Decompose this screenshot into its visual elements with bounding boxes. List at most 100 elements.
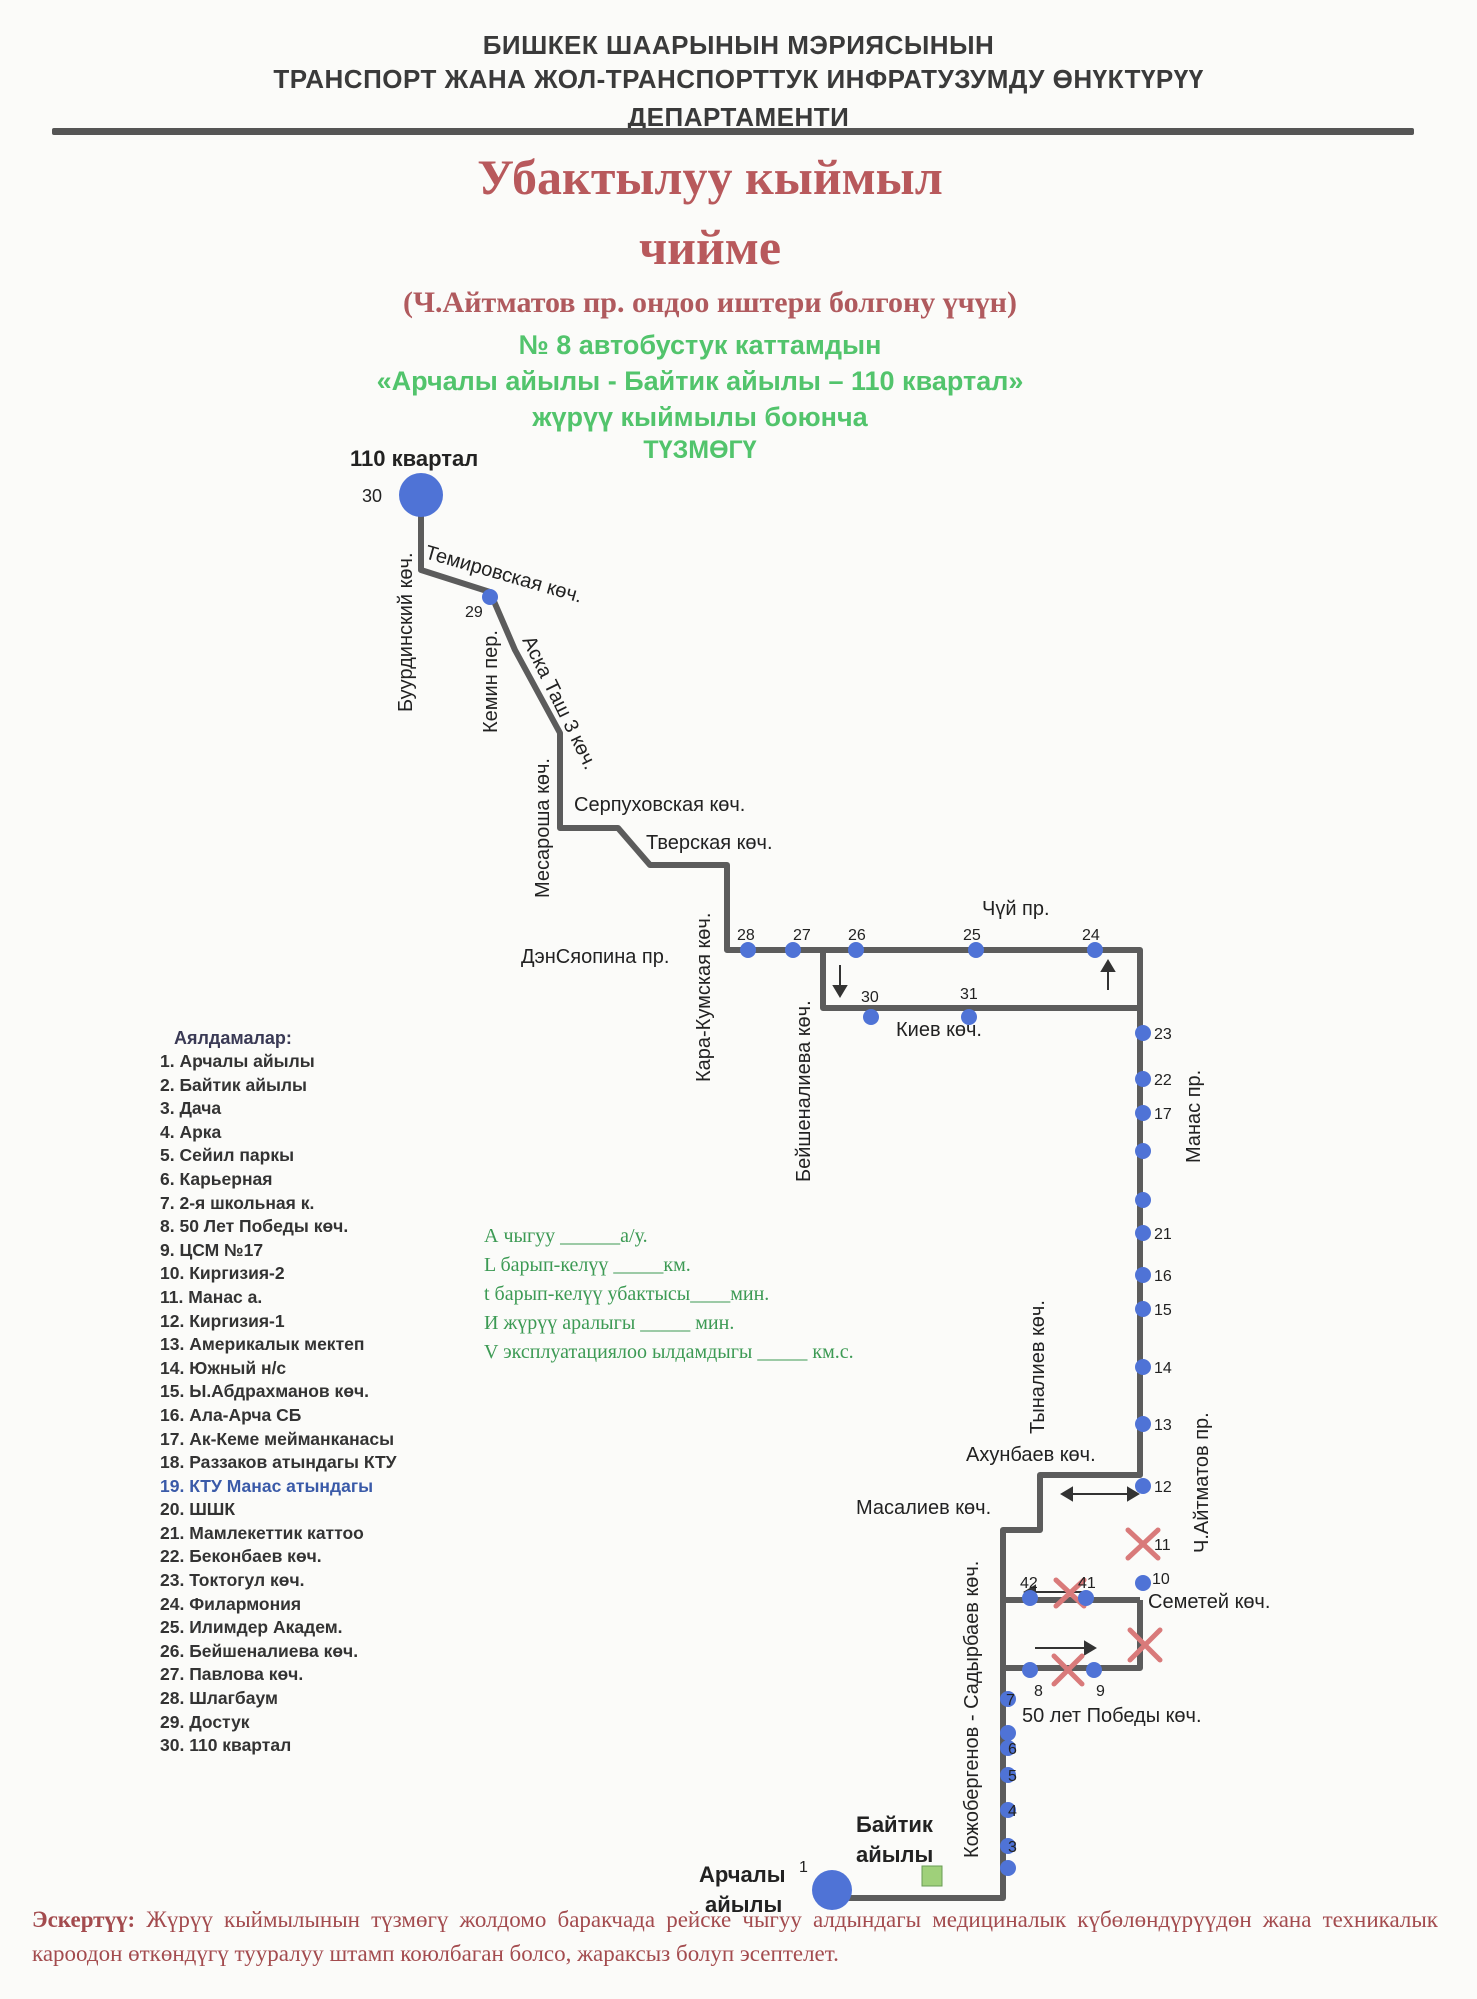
legend-item: 15. Ы.Абдрахманов көч. xyxy=(160,1381,370,1402)
route-parameters: А чыгуу ______а/у. L барып-келүү _____км.… xyxy=(484,1222,854,1367)
parameter-line: А чыгуу ______а/у. xyxy=(484,1225,648,1247)
stops xyxy=(399,473,1151,1910)
stop-27 xyxy=(785,942,801,958)
legend-item: 29. Достук xyxy=(160,1711,250,1732)
street-kozhobergenov: Кожобергенов - Садырбаев көч. xyxy=(961,1561,983,1858)
stop-5 xyxy=(1000,1767,1016,1783)
street-densyaopina: ДэнСяопина пр. xyxy=(521,946,669,968)
stop-label-9: 9 xyxy=(1096,1683,1105,1700)
legend-item: 24. Филармония xyxy=(160,1593,302,1614)
baytik-label-1: Байтик xyxy=(856,1812,934,1837)
legend-item: 20. ШШК xyxy=(160,1499,236,1520)
stop-label-27: 27 xyxy=(793,927,811,944)
route-line-4: ТҮЗМӨГҮ xyxy=(643,436,757,464)
terminal-top-number: 30 xyxy=(362,486,382,506)
street-kara-kumskaya: Кара-Кумская көч. xyxy=(693,913,715,1082)
stop-28 xyxy=(740,942,756,958)
legend-item: 12. Киргизия-1 xyxy=(160,1310,285,1331)
legend-item: 25. Илимдер Академ. xyxy=(160,1617,343,1638)
stop-label-12: 12 xyxy=(1154,1479,1172,1496)
street-semetey: Семетей көч. xyxy=(1148,1591,1270,1613)
legend-item: 23. Токтогул көч. xyxy=(160,1570,305,1591)
legend-item: 1. Арчалы айылы xyxy=(160,1051,315,1071)
legend-item: 8. 50 Лет Победы көч. xyxy=(160,1216,349,1237)
route-line-1: № 8 автобустук каттамдын xyxy=(518,330,882,360)
terminal-top-label: 110 квартал xyxy=(350,446,478,471)
stop-30b xyxy=(863,1009,879,1025)
closure-crosses xyxy=(1051,1527,1163,1687)
stop-12 xyxy=(1135,1478,1151,1494)
stop-unl-4 xyxy=(1000,1860,1016,1876)
header-line-3: ДЕПАРТАМЕНТИ xyxy=(627,102,850,132)
stop-3 xyxy=(1000,1838,1016,1854)
street-burdinskiy: Буурдинский көч. xyxy=(395,552,417,712)
stop-unl-1 xyxy=(1135,1143,1151,1159)
header-divider xyxy=(52,128,1414,135)
stop-25 xyxy=(968,942,984,958)
stop-label-4: 4 xyxy=(1008,1803,1017,1820)
stop-10 xyxy=(1135,1575,1151,1591)
title-line-2: чийме xyxy=(638,219,782,275)
stop-label-17: 17 xyxy=(1154,1106,1172,1123)
legend-item: 14. Южный н/с xyxy=(160,1357,287,1378)
legend-item: 30. 110 квартал xyxy=(160,1735,292,1756)
street-mesarosha: Месароша көч. xyxy=(532,758,554,898)
legend-item: 9. ЦСМ №17 xyxy=(160,1239,264,1260)
legend-item: 4. Арка xyxy=(160,1121,222,1142)
street-kemin: Кемин пер. xyxy=(480,630,502,733)
stop-number-labels: 29 28 27 26 25 24 30 31 23 22 17 21 16 1… xyxy=(465,604,1172,1856)
stop-9 xyxy=(1086,1662,1102,1678)
stop-16 xyxy=(1135,1267,1151,1283)
title-subtitle: (Ч.Айтматов пр. ондоо иштери болгону үчү… xyxy=(403,286,1017,319)
stop-label-14: 14 xyxy=(1154,1360,1172,1377)
title-line-1: Убактылуу кыймыл xyxy=(477,149,943,205)
stop-label-29: 29 xyxy=(465,604,483,621)
note-text: Жүрүү кыймылынын түзмөгү жолдомо баракча… xyxy=(32,1907,1438,1966)
legend-item: 26. Бейшеналиева көч. xyxy=(160,1640,359,1661)
street-masaliev: Масалиев көч. xyxy=(856,1497,991,1519)
parameter-line: И жүрүү аралыгы _____ мин. xyxy=(484,1312,735,1334)
stop-29 xyxy=(482,589,498,605)
stop-label-26: 26 xyxy=(848,927,866,944)
stop-label-41: 41 xyxy=(1078,1575,1096,1592)
kiev-loop xyxy=(820,950,1140,1011)
stop-label-8: 8 xyxy=(1034,1683,1043,1700)
legend-item: 13. Америкалык мектеп xyxy=(160,1334,365,1355)
header-line-2: ТРАНСПОРТ ЖАНА ЖОЛ-ТРАНСПОРТТУК ИНФРАТУЗ… xyxy=(273,64,1204,94)
stop-14 xyxy=(1135,1359,1151,1375)
stop-label-10: 10 xyxy=(1152,1571,1170,1588)
legend-item: 16. Ала-Арча СБ xyxy=(160,1404,302,1425)
terminal-archaly xyxy=(812,1870,852,1910)
stop-label-28: 28 xyxy=(737,927,755,944)
legend-item: 19. КТУ Манас атындагы xyxy=(160,1475,374,1496)
street-pobedy: 50 лет Победы көч. xyxy=(1022,1705,1202,1727)
legend-title: Аялдамалар: xyxy=(174,1028,292,1048)
stop-label-25: 25 xyxy=(963,927,981,944)
legend-item: 28. Шлагбаум xyxy=(160,1688,278,1709)
legend-item: 21. Мамлекеттик каттоо xyxy=(160,1522,364,1543)
stop-23 xyxy=(1135,1025,1151,1041)
terminal-bottom-label-2: айылы xyxy=(705,1892,782,1917)
stop-label-13: 13 xyxy=(1154,1417,1172,1434)
header-line-1: БИШКЕК ШААРЫНЫН МЭРИЯСЫНЫН xyxy=(482,30,995,60)
stop-22 xyxy=(1135,1071,1151,1087)
parameter-line: t барып-келүү убактысы____мин. xyxy=(484,1283,770,1305)
baytik-marker xyxy=(921,1865,943,1887)
street-aitmatov: Ч.Айтматов пр. xyxy=(1191,1412,1213,1553)
stop-7 xyxy=(1000,1691,1016,1707)
terminal-110-kvartal xyxy=(399,473,443,517)
parameter-line: L барып-келүү _____км. xyxy=(484,1254,691,1276)
street-manas: Манас пр. xyxy=(1183,1070,1205,1163)
street-akhunbaev: Ахунбаев көч. xyxy=(966,1444,1096,1466)
stop-31 xyxy=(961,1009,977,1025)
legend-item: 17. Ак-Кеме мейманканасы xyxy=(160,1428,395,1449)
stop-label-30: 30 xyxy=(861,989,879,1006)
parameter-line: V эксплуатациялоо ылдамдыгы _____ км.с. xyxy=(484,1341,854,1363)
stop-label-6: 6 xyxy=(1008,1741,1017,1758)
legend-item: 27. Павлова көч. xyxy=(160,1664,304,1685)
street-serpukhovskaya: Серпуховская көч. xyxy=(574,794,745,816)
street-chuy: Чүй пр. xyxy=(982,898,1050,920)
route-line-2: «Арчалы айылы - Байтик айылы – 110 кварт… xyxy=(376,366,1024,396)
